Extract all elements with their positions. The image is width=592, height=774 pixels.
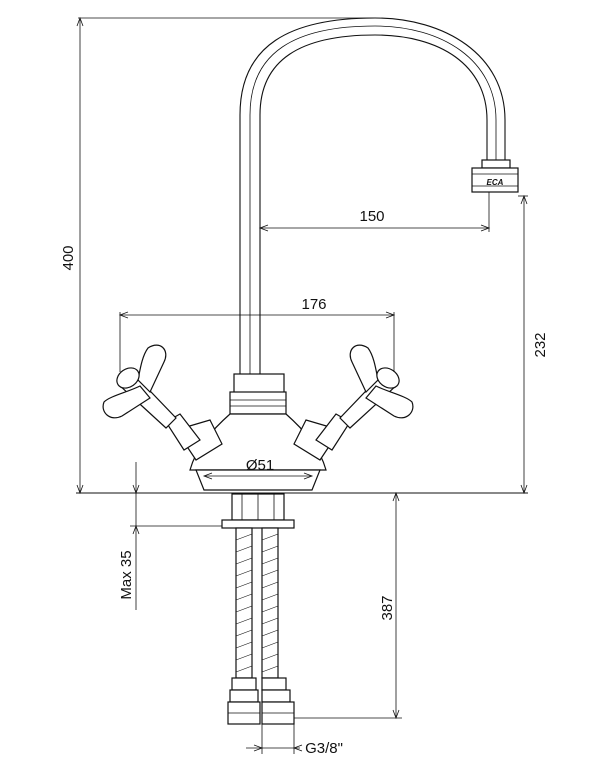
left-flex-hose [227, 527, 261, 725]
spout [239, 17, 519, 378]
dimension-max-deck [130, 462, 222, 610]
brand-mark: ECA [487, 178, 504, 187]
spout-collar [229, 373, 287, 415]
dimension-spout-reach [258, 192, 491, 232]
label-spout-reach: 150 [359, 208, 384, 225]
label-total-height: 400 [60, 245, 77, 270]
left-cross-handle [102, 344, 223, 461]
label-connection-thread: G3/8" [305, 740, 343, 757]
mounting-shank [76, 492, 528, 529]
dimension-hose-length [294, 491, 402, 720]
dimension-base-diameter [202, 472, 314, 480]
right-cross-handle [293, 344, 414, 461]
dimension-connection-thread [246, 724, 303, 754]
dimension-spout-height [518, 194, 528, 495]
label-base-diameter: Ø51 [246, 457, 274, 474]
label-max-deck: Max 35 [118, 550, 135, 599]
label-spout-height: 232 [532, 332, 549, 357]
dimension-handle-span [118, 311, 396, 372]
label-handle-span: 176 [301, 296, 326, 313]
dimension-total-height [76, 16, 375, 495]
right-flex-hose [261, 527, 295, 725]
label-hose-length: 387 [379, 595, 396, 620]
